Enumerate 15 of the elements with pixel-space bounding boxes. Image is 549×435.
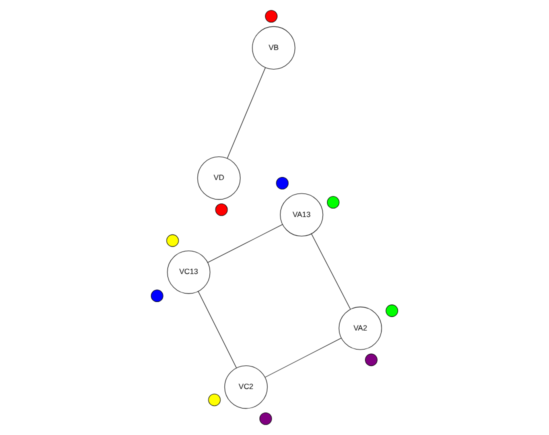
node-circle [365,354,378,366]
node-circle [259,412,272,425]
connector [226,67,266,159]
node-circle [150,290,164,302]
node-circle [326,196,340,209]
node-circle [215,203,228,216]
node-circle [166,234,179,247]
node-circle [265,10,278,23]
connector [264,338,342,378]
connector [311,234,351,310]
node-circle [276,176,289,190]
node-circle [208,394,221,406]
node-circle [386,304,398,317]
connector [198,291,237,368]
connector [207,224,283,263]
